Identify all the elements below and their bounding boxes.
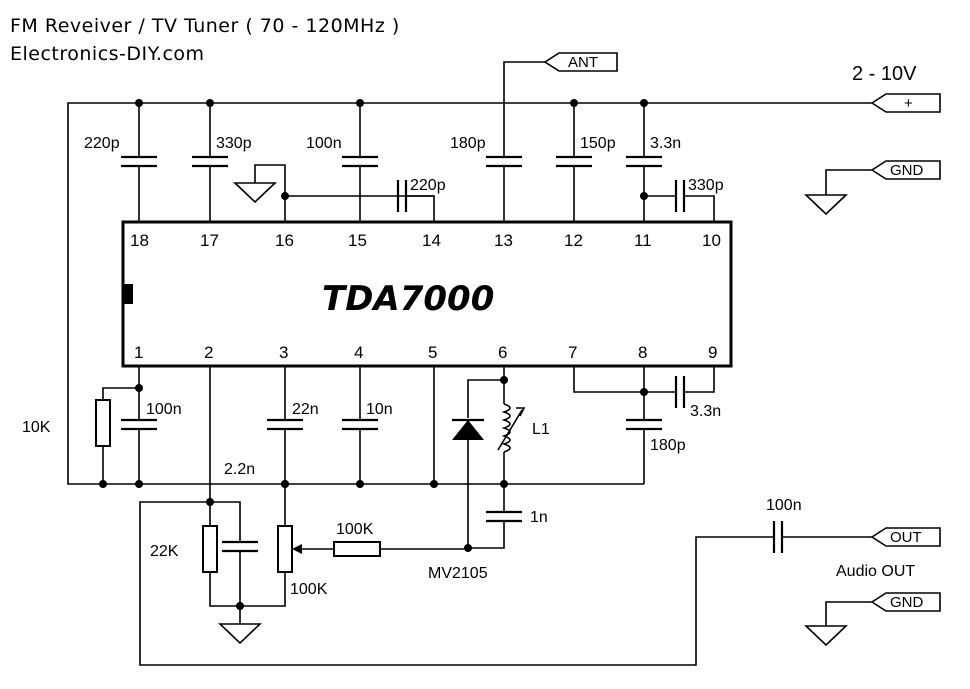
potentiometer-value: 100K — [290, 581, 328, 598]
pin-label-15: 15 — [348, 231, 367, 250]
supply-plus-terminal: + — [870, 93, 941, 113]
pin-label-8: 8 — [638, 343, 647, 362]
audio-gnd-label: GND — [890, 594, 924, 611]
pin-label-9: 9 — [708, 343, 717, 362]
resistor-22k-value: 22K — [150, 543, 179, 560]
pin16-ground — [232, 164, 434, 222]
pin2-wire: 2.2n — [206, 366, 255, 506]
inductor-label: L1 — [532, 421, 550, 438]
output-capacitor: 100n — [766, 497, 872, 553]
schematic-title: FM Reveiver / TV Tuner ( 70 - 120MHz ) — [10, 15, 400, 37]
potentiometer-100k: 100K — [277, 480, 334, 598]
antenna-terminal: ANT — [543, 52, 618, 72]
ic-tda7000: TDA7000 — [121, 220, 733, 368]
capacitor-c15-value: 100n — [306, 135, 342, 152]
capacitor-c17: 330p — [192, 103, 252, 222]
capacitor-c4-value: 10n — [366, 401, 393, 418]
ground-rail — [67, 480, 644, 488]
inductor-l1: L1 — [497, 403, 550, 453]
ic-bottom-pin-labels: 1 2 3 4 5 6 7 8 9 — [134, 343, 717, 362]
pin-label-12: 12 — [564, 231, 583, 250]
pin-label-14: 14 — [422, 231, 441, 250]
resistor-r1: 10K — [22, 366, 143, 484]
audio-gnd-terminal: GND — [803, 592, 941, 647]
pin-label-13: 13 — [494, 231, 513, 250]
ic-name: TDA7000 — [322, 279, 494, 319]
audio-out-terminal: OUT — [870, 527, 941, 547]
capacitor-c14-value: 220p — [410, 177, 446, 194]
pin-label-1: 1 — [134, 343, 143, 362]
antenna-label: ANT — [568, 54, 598, 71]
capacitor-c15: 100n — [306, 103, 378, 222]
varicap-value: MV2105 — [428, 565, 488, 582]
pin-label-10: 10 — [702, 231, 721, 250]
capacitor-c17-value: 330p — [216, 135, 252, 152]
capacitor-c18: 220p — [84, 103, 157, 222]
capacitor-c1: 100n — [121, 388, 182, 484]
capacitor-c11-value: 3.3n — [650, 135, 681, 152]
capacitor-c1-value: 100n — [146, 401, 182, 418]
capacitor-1n-value: 1n — [530, 509, 548, 526]
pin-label-6: 6 — [498, 343, 507, 362]
supply-gnd-terminal: GND — [803, 160, 941, 216]
capacitor-c12-value: 150p — [580, 135, 616, 152]
capacitor-c8-value: 180p — [650, 437, 686, 454]
capacitor-c10-value: 330p — [688, 177, 724, 194]
pin-label-16: 16 — [275, 231, 294, 250]
pin-label-17: 17 — [200, 231, 219, 250]
resistor-100k-value: 100K — [336, 521, 374, 538]
capacitor-c12: 150p — [556, 103, 616, 222]
tuning-network — [139, 501, 774, 666]
pin-label-5: 5 — [428, 343, 437, 362]
capacitor-pin2-network — [217, 540, 263, 645]
capacitor-1n: 1n — [464, 480, 548, 552]
ic-top-pin-labels: 18 17 16 15 14 13 12 11 10 — [130, 231, 721, 250]
pin6-tank — [467, 366, 508, 512]
capacitor-c7-value: 3.3n — [690, 403, 721, 420]
capacitor-c11: 3.3n — [626, 103, 681, 222]
resistor-100k: 100K — [333, 521, 468, 557]
resistor-r1-value: 10K — [22, 419, 51, 436]
capacitor-c8: 180p — [626, 366, 686, 484]
capacitor-c13-value: 180p — [450, 135, 486, 152]
capacitor-c13: 180p — [450, 61, 545, 222]
audio-out-label: OUT — [890, 529, 922, 546]
pin-label-11: 11 — [634, 231, 652, 250]
output-capacitor-value: 100n — [766, 497, 802, 514]
capacitor-c18-value: 220p — [84, 135, 120, 152]
capacitor-c3-value: 22n — [292, 401, 319, 418]
varicap-mv2105: MV2105 — [428, 418, 488, 582]
capacitor-c10: 330p — [644, 177, 724, 222]
pin-label-7: 7 — [568, 343, 577, 362]
capacitor-c14: 220p — [396, 177, 446, 222]
audio-out-caption: Audio OUT — [836, 563, 915, 580]
source-label: Electronics-DIY.com — [10, 43, 205, 65]
capacitor-pin2-value: 2.2n — [224, 461, 255, 478]
resistor-22k: 22K — [150, 502, 286, 610]
capacitor-c3: 22n — [267, 366, 319, 526]
pin-label-4: 4 — [354, 343, 363, 362]
pin-label-2: 2 — [204, 343, 213, 362]
supply-gnd-label: GND — [890, 162, 924, 179]
pin-label-18: 18 — [130, 231, 149, 250]
supply-voltage-label: 2 - 10V — [852, 63, 917, 85]
supply-plus-label: + — [904, 95, 913, 112]
pin-label-3: 3 — [279, 343, 288, 362]
capacitor-c4: 10n — [342, 366, 393, 484]
